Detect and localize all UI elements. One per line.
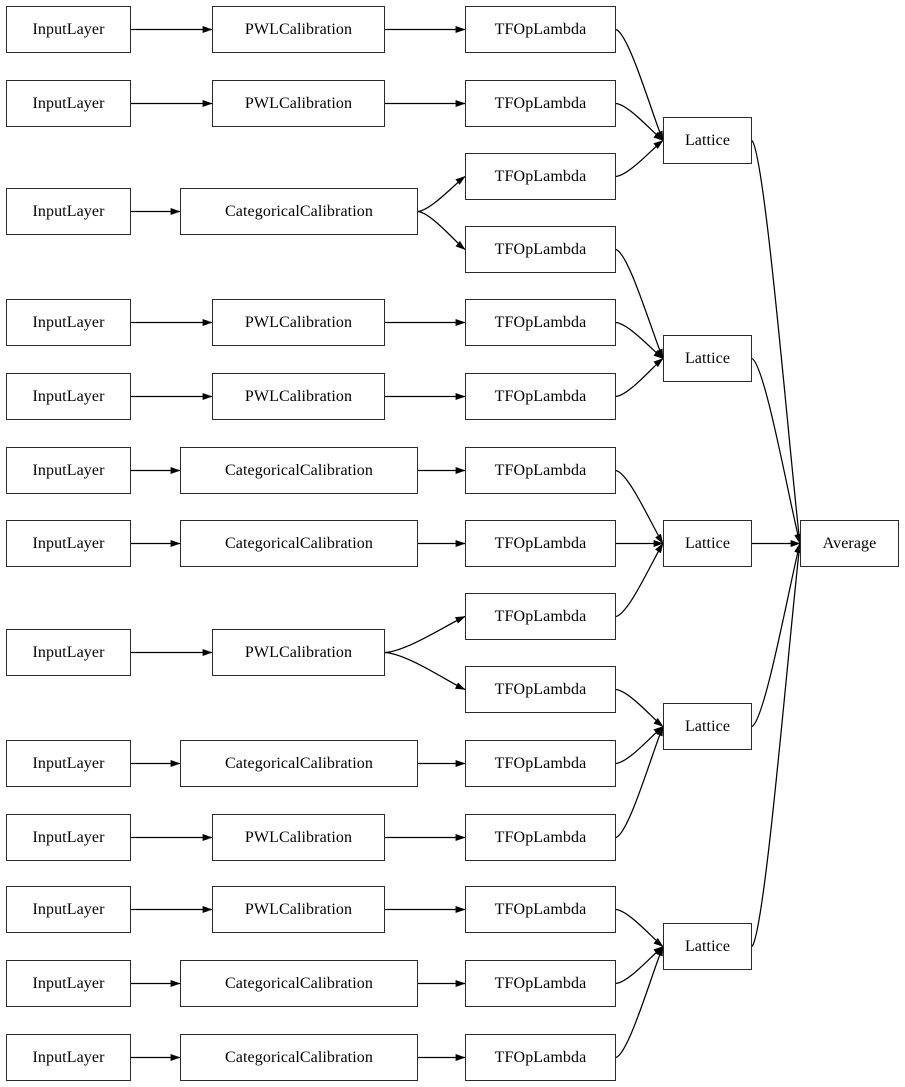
- node-label: TFOpLambda: [494, 167, 587, 185]
- node-label: Lattice: [684, 131, 731, 149]
- node-tfop-lambda-tf7[interactable]: TFOpLambda: [465, 447, 616, 494]
- node-label: InputLayer: [32, 643, 105, 661]
- node-pwlcalibration-cal8[interactable]: PWLCalibration: [212, 629, 385, 676]
- node-input-layer-in11[interactable]: InputLayer: [6, 886, 131, 933]
- node-input-layer-in13[interactable]: InputLayer: [6, 1034, 131, 1081]
- node-categorical-calibration-cal13[interactable]: CategoricalCalibration: [180, 1034, 418, 1081]
- node-categorical-calibration-cal7[interactable]: CategoricalCalibration: [180, 520, 418, 567]
- node-tfop-lambda-tf2[interactable]: TFOpLambda: [465, 80, 616, 127]
- node-label: TFOpLambda: [494, 94, 587, 112]
- node-input-layer-in8[interactable]: InputLayer: [6, 629, 131, 676]
- node-input-layer-in5[interactable]: InputLayer: [6, 373, 131, 420]
- node-lattice-lat4[interactable]: Lattice: [663, 703, 752, 750]
- node-label: CategoricalCalibration: [225, 202, 373, 220]
- node-input-layer-in10[interactable]: InputLayer: [6, 814, 131, 861]
- node-pwlcalibration-cal4[interactable]: PWLCalibration: [212, 299, 385, 346]
- node-categorical-calibration-cal6[interactable]: CategoricalCalibration: [180, 447, 418, 494]
- node-label: TFOpLambda: [494, 680, 587, 698]
- node-pwlcalibration-cal1[interactable]: PWLCalibration: [212, 6, 385, 53]
- node-tfop-lambda-tf10[interactable]: TFOpLambda: [465, 666, 616, 713]
- node-categorical-calibration-cal3[interactable]: CategoricalCalibration: [180, 188, 418, 235]
- node-label: TFOpLambda: [494, 461, 587, 479]
- node-label: PWLCalibration: [244, 828, 353, 846]
- node-tfop-lambda-tf12[interactable]: TFOpLambda: [465, 814, 616, 861]
- node-label: TFOpLambda: [494, 534, 587, 552]
- node-label: InputLayer: [32, 754, 105, 772]
- node-label: TFOpLambda: [494, 828, 587, 846]
- node-label: InputLayer: [32, 974, 105, 992]
- node-label: TFOpLambda: [494, 240, 587, 258]
- node-label: InputLayer: [32, 828, 105, 846]
- node-label: Lattice: [684, 349, 731, 367]
- node-label: TFOpLambda: [494, 754, 587, 772]
- node-label: InputLayer: [32, 461, 105, 479]
- node-label: InputLayer: [32, 94, 105, 112]
- node-label: TFOpLambda: [494, 974, 587, 992]
- node-tfop-lambda-tf9[interactable]: TFOpLambda: [465, 593, 616, 640]
- node-tfop-lambda-tf11[interactable]: TFOpLambda: [465, 740, 616, 787]
- node-pwlcalibration-cal5[interactable]: PWLCalibration: [212, 373, 385, 420]
- node-lattice-lat3[interactable]: Lattice: [663, 520, 752, 567]
- node-categorical-calibration-cal12[interactable]: CategoricalCalibration: [180, 960, 418, 1007]
- node-input-layer-in9[interactable]: InputLayer: [6, 740, 131, 787]
- node-tfop-lambda-tf13[interactable]: TFOpLambda: [465, 886, 616, 933]
- node-label: Average: [822, 534, 877, 552]
- node-label: PWLCalibration: [244, 900, 353, 918]
- node-lattice-lat1[interactable]: Lattice: [663, 117, 752, 164]
- node-label: TFOpLambda: [494, 607, 587, 625]
- node-tfop-lambda-tf6[interactable]: TFOpLambda: [465, 373, 616, 420]
- node-label: PWLCalibration: [244, 20, 353, 38]
- node-input-layer-in6[interactable]: InputLayer: [6, 447, 131, 494]
- node-tfop-lambda-tf4[interactable]: TFOpLambda: [465, 226, 616, 273]
- node-pwlcalibration-cal10[interactable]: PWLCalibration: [212, 814, 385, 861]
- node-input-layer-in4[interactable]: InputLayer: [6, 299, 131, 346]
- node-label: PWLCalibration: [244, 643, 353, 661]
- node-label: PWLCalibration: [244, 313, 353, 331]
- node-categorical-calibration-cal9[interactable]: CategoricalCalibration: [180, 740, 418, 787]
- node-input-layer-in7[interactable]: InputLayer: [6, 520, 131, 567]
- node-label: TFOpLambda: [494, 313, 587, 331]
- node-label: TFOpLambda: [494, 900, 587, 918]
- node-tfop-lambda-tf14[interactable]: TFOpLambda: [465, 960, 616, 1007]
- node-label: InputLayer: [32, 202, 105, 220]
- node-label: CategoricalCalibration: [225, 974, 373, 992]
- node-label: CategoricalCalibration: [225, 461, 373, 479]
- node-label: TFOpLambda: [494, 1048, 587, 1066]
- node-label: CategoricalCalibration: [225, 534, 373, 552]
- node-label: Lattice: [684, 717, 731, 735]
- node-lattice-lat5[interactable]: Lattice: [663, 923, 752, 970]
- node-tfop-lambda-tf3[interactable]: TFOpLambda: [465, 153, 616, 200]
- node-label: TFOpLambda: [494, 387, 587, 405]
- node-label: Lattice: [684, 534, 731, 552]
- node-tfop-lambda-tf15[interactable]: TFOpLambda: [465, 1034, 616, 1081]
- node-input-layer-in2[interactable]: InputLayer: [6, 80, 131, 127]
- node-label: InputLayer: [32, 313, 105, 331]
- node-label: CategoricalCalibration: [225, 1048, 373, 1066]
- node-average-avg[interactable]: Average: [800, 520, 899, 567]
- node-input-layer-in1[interactable]: InputLayer: [6, 6, 131, 53]
- node-label: CategoricalCalibration: [225, 754, 373, 772]
- node-tfop-lambda-tf8[interactable]: TFOpLambda: [465, 520, 616, 567]
- node-tfop-lambda-tf1[interactable]: TFOpLambda: [465, 6, 616, 53]
- node-pwlcalibration-cal11[interactable]: PWLCalibration: [212, 886, 385, 933]
- node-input-layer-in12[interactable]: InputLayer: [6, 960, 131, 1007]
- node-label: InputLayer: [32, 20, 105, 38]
- node-label: InputLayer: [32, 387, 105, 405]
- node-label: PWLCalibration: [244, 387, 353, 405]
- node-label: InputLayer: [32, 900, 105, 918]
- node-input-layer-in3[interactable]: InputLayer: [6, 188, 131, 235]
- node-tfop-lambda-tf5[interactable]: TFOpLambda: [465, 299, 616, 346]
- node-label: InputLayer: [32, 534, 105, 552]
- node-lattice-lat2[interactable]: Lattice: [663, 335, 752, 382]
- node-label: Lattice: [684, 937, 731, 955]
- node-pwlcalibration-cal2[interactable]: PWLCalibration: [212, 80, 385, 127]
- node-label: InputLayer: [32, 1048, 105, 1066]
- node-label: TFOpLambda: [494, 20, 587, 38]
- node-label: PWLCalibration: [244, 94, 353, 112]
